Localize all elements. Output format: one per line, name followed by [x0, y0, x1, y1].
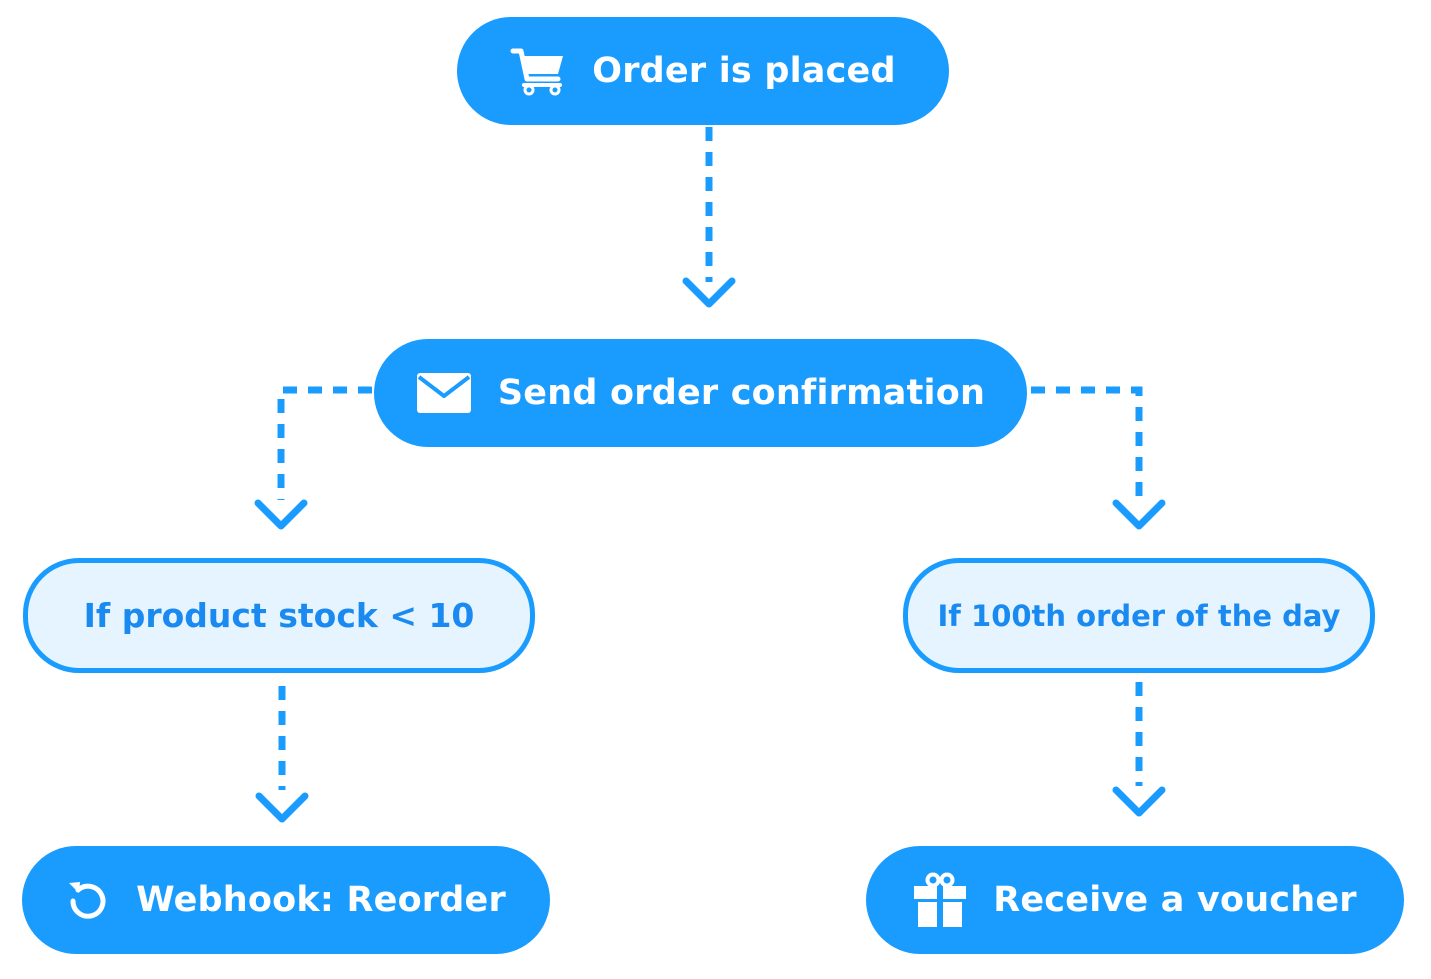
arrowhead-to-voucher [1112, 786, 1166, 817]
node-stock-condition-label: If product stock < 10 [83, 596, 475, 635]
node-100th-condition-label: If 100th order of the day [937, 598, 1341, 633]
connector-confirmation-to-100th [1031, 386, 1143, 500]
connector-confirmation-to-stock [277, 386, 372, 500]
arrowhead-to-webhook [255, 792, 309, 823]
node-order-placed-label: Order is placed [592, 51, 896, 91]
shopping-cart-icon [510, 46, 566, 96]
node-webhook-reorder[interactable]: Webhook: Reorder [22, 846, 550, 954]
node-order-placed[interactable]: Order is placed [457, 17, 949, 125]
refresh-icon [66, 878, 110, 922]
node-webhook-reorder-label: Webhook: Reorder [136, 880, 506, 920]
arrowhead-to-100th [1112, 499, 1166, 530]
node-send-confirmation[interactable]: Send order confirmation [374, 339, 1027, 447]
arrowhead-to-confirmation [682, 277, 736, 308]
node-receive-voucher-label: Receive a voucher [993, 880, 1357, 920]
gift-icon [913, 872, 967, 928]
node-send-confirmation-label: Send order confirmation [497, 373, 986, 413]
node-100th-condition[interactable]: If 100th order of the day [903, 558, 1375, 673]
node-stock-condition[interactable]: If product stock < 10 [23, 558, 535, 673]
envelope-icon [416, 372, 472, 414]
node-receive-voucher[interactable]: Receive a voucher [866, 846, 1404, 954]
arrowhead-to-stock [254, 499, 308, 530]
